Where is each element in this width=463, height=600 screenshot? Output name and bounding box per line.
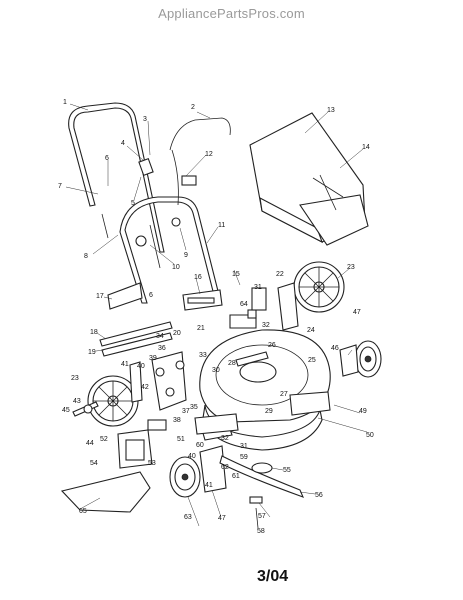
callout-36: 36 xyxy=(158,345,166,352)
callout-18: 18 xyxy=(90,329,98,336)
right-front-wheel xyxy=(339,340,382,378)
callout-63: 63 xyxy=(184,514,192,521)
callout-27: 27 xyxy=(280,391,288,398)
callout-40-upper: 40 xyxy=(137,363,145,370)
callout-55: 55 xyxy=(283,467,291,474)
callout-60: 60 xyxy=(196,442,204,449)
callout-62: 62 xyxy=(221,464,229,471)
callout-54: 54 xyxy=(90,460,98,467)
grass-bag xyxy=(249,112,369,246)
callout-32-lower: 32 xyxy=(221,435,229,442)
callout-33: 33 xyxy=(199,352,207,359)
callout-47-upper: 47 xyxy=(353,309,361,316)
callout-25: 25 xyxy=(308,357,316,364)
height-adjuster-linkage xyxy=(129,351,187,431)
right-rear-wheel xyxy=(251,261,345,331)
callout-31-lower: 31 xyxy=(240,443,248,450)
callout-13: 13 xyxy=(327,107,335,114)
callout-6-upper: 6 xyxy=(105,155,109,162)
callout-34: 34 xyxy=(156,333,164,340)
callout-1: 1 xyxy=(63,99,67,106)
callout-53: 53 xyxy=(148,460,156,467)
callout-16: 16 xyxy=(194,274,202,281)
callout-43: 43 xyxy=(73,398,81,405)
control-cable xyxy=(169,117,231,206)
callout-11: 11 xyxy=(218,222,225,229)
callout-14: 14 xyxy=(362,144,370,151)
callout-9: 9 xyxy=(184,252,188,259)
callout-46: 46 xyxy=(331,345,339,352)
callout-17: 17 xyxy=(96,293,104,300)
callout-2: 2 xyxy=(191,104,195,111)
callout-35: 35 xyxy=(190,404,198,411)
callout-38: 38 xyxy=(173,417,181,424)
callout-58: 58 xyxy=(257,528,265,535)
callout-32-upper: 32 xyxy=(262,322,270,329)
control-bar-brackets xyxy=(135,158,197,247)
callout-5: 5 xyxy=(131,200,135,207)
rear-flap-parts xyxy=(99,282,223,357)
callout-24: 24 xyxy=(307,327,315,334)
callout-59: 59 xyxy=(240,454,248,461)
callout-51: 51 xyxy=(177,436,185,443)
callout-47-lower: 47 xyxy=(218,515,226,522)
callout-65: 65 xyxy=(79,508,87,515)
callout-3: 3 xyxy=(143,116,147,123)
callout-29: 29 xyxy=(265,408,273,415)
callout-labels: 1 2 3 4 5 6 6 7 8 9 10 11 12 13 14 15 16… xyxy=(58,99,374,535)
callout-28: 28 xyxy=(228,360,236,367)
callout-15: 15 xyxy=(232,271,240,278)
callout-49: 49 xyxy=(359,408,367,415)
callout-61: 61 xyxy=(232,473,240,480)
callout-12: 12 xyxy=(205,151,213,158)
callout-4: 4 xyxy=(121,140,125,147)
callout-64: 64 xyxy=(240,301,248,308)
callout-19: 19 xyxy=(88,349,96,356)
callout-30: 30 xyxy=(212,367,220,374)
leader-lines xyxy=(65,103,368,527)
callout-31-upper: 31 xyxy=(254,284,262,291)
side-discharge-parts xyxy=(60,413,239,513)
callout-41-lower: 41 xyxy=(205,482,213,489)
callout-50: 50 xyxy=(366,432,374,439)
callout-6-lower: 6 xyxy=(149,292,153,299)
callout-57: 57 xyxy=(258,513,266,520)
site-watermark: AppliancePartsPros.com xyxy=(158,6,305,21)
callout-7: 7 xyxy=(58,183,62,190)
callout-40-lower: 40 xyxy=(188,453,196,460)
callout-23-right: 23 xyxy=(347,264,355,271)
left-axle-parts xyxy=(72,401,99,417)
callout-8: 8 xyxy=(84,253,88,260)
callout-56: 56 xyxy=(315,492,323,499)
callout-21: 21 xyxy=(197,325,205,332)
upper-handle xyxy=(68,102,165,269)
left-rear-wheel xyxy=(87,375,139,427)
page-code: 3/04 xyxy=(257,568,289,585)
callout-42: 42 xyxy=(141,384,149,391)
callout-41-upper: 41 xyxy=(121,361,129,368)
callout-37: 37 xyxy=(182,408,190,415)
callout-20: 20 xyxy=(173,330,181,337)
callout-10: 10 xyxy=(172,264,180,271)
lower-handle xyxy=(119,196,222,304)
callout-44: 44 xyxy=(86,440,94,447)
callout-22: 22 xyxy=(276,271,284,278)
callout-52: 52 xyxy=(100,436,108,443)
callout-23-left: 23 xyxy=(71,375,79,382)
mower-blade xyxy=(219,455,305,529)
callout-39: 39 xyxy=(149,355,157,362)
left-front-wheel xyxy=(169,445,227,498)
callout-26: 26 xyxy=(268,342,276,349)
callout-45: 45 xyxy=(62,407,70,414)
